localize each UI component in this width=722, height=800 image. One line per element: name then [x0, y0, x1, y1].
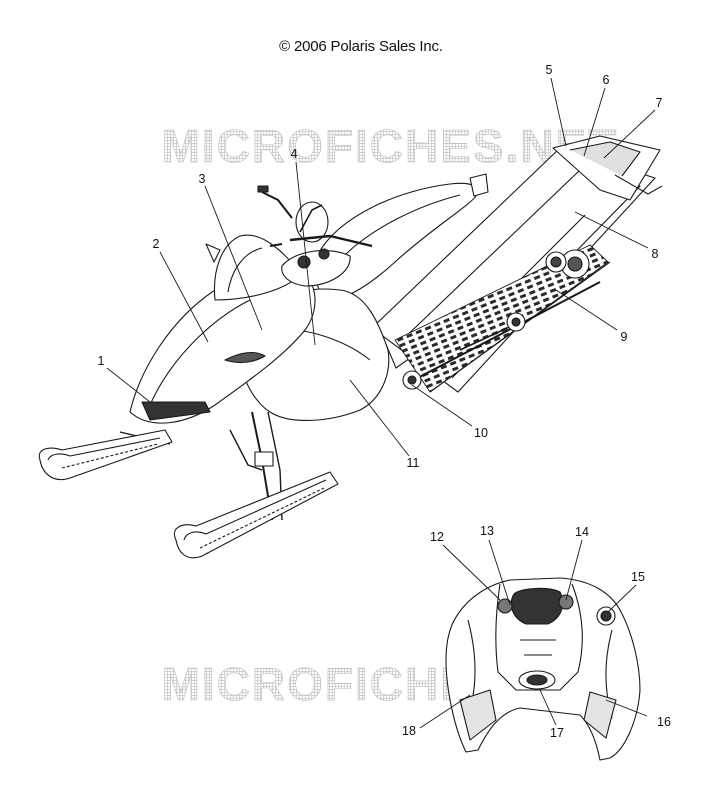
- handlebar-part: [257, 185, 373, 248]
- callout-4: 4: [291, 147, 298, 161]
- callout-14: 14: [575, 525, 589, 539]
- leader-lines-main: [106, 77, 656, 457]
- callout-6: 6: [603, 73, 610, 87]
- callout-13: 13: [480, 524, 494, 538]
- callout-8: 8: [652, 247, 659, 261]
- right-ski-part: [174, 471, 339, 559]
- callout-9: 9: [621, 330, 628, 344]
- watermark-top: MICROFICHES.NET: [162, 120, 619, 172]
- callout-11: 11: [407, 456, 420, 470]
- rear-flap-part: [552, 135, 663, 201]
- copyright-notice: © 2006 Polaris Sales Inc.: [279, 38, 443, 55]
- seat-part: [315, 173, 489, 301]
- callout-3: 3: [199, 172, 206, 186]
- callout-5: 5: [546, 63, 553, 77]
- left-ski-part: [38, 429, 173, 480]
- rear-suspension-part: [402, 249, 601, 390]
- callout-12: 12: [430, 530, 444, 544]
- windshield-part: [205, 234, 301, 301]
- callout-1: 1: [98, 354, 105, 368]
- callout-16: 16: [657, 715, 671, 729]
- callout-15: 15: [631, 570, 645, 584]
- callout-labels: 1 2 3 4 5 6 7 8 9 10 11 12 13 14 15 16 1…: [98, 63, 671, 740]
- callout-2: 2: [153, 237, 160, 251]
- leader-lines-detail: [419, 539, 648, 729]
- hood-part: [129, 266, 316, 424]
- callout-7: 7: [656, 96, 663, 110]
- callout-10: 10: [474, 426, 488, 440]
- hood-detail-drawing: [445, 577, 641, 761]
- callout-18: 18: [402, 724, 416, 738]
- callout-17: 17: [550, 726, 564, 740]
- snowmobile-drawing: [38, 135, 663, 559]
